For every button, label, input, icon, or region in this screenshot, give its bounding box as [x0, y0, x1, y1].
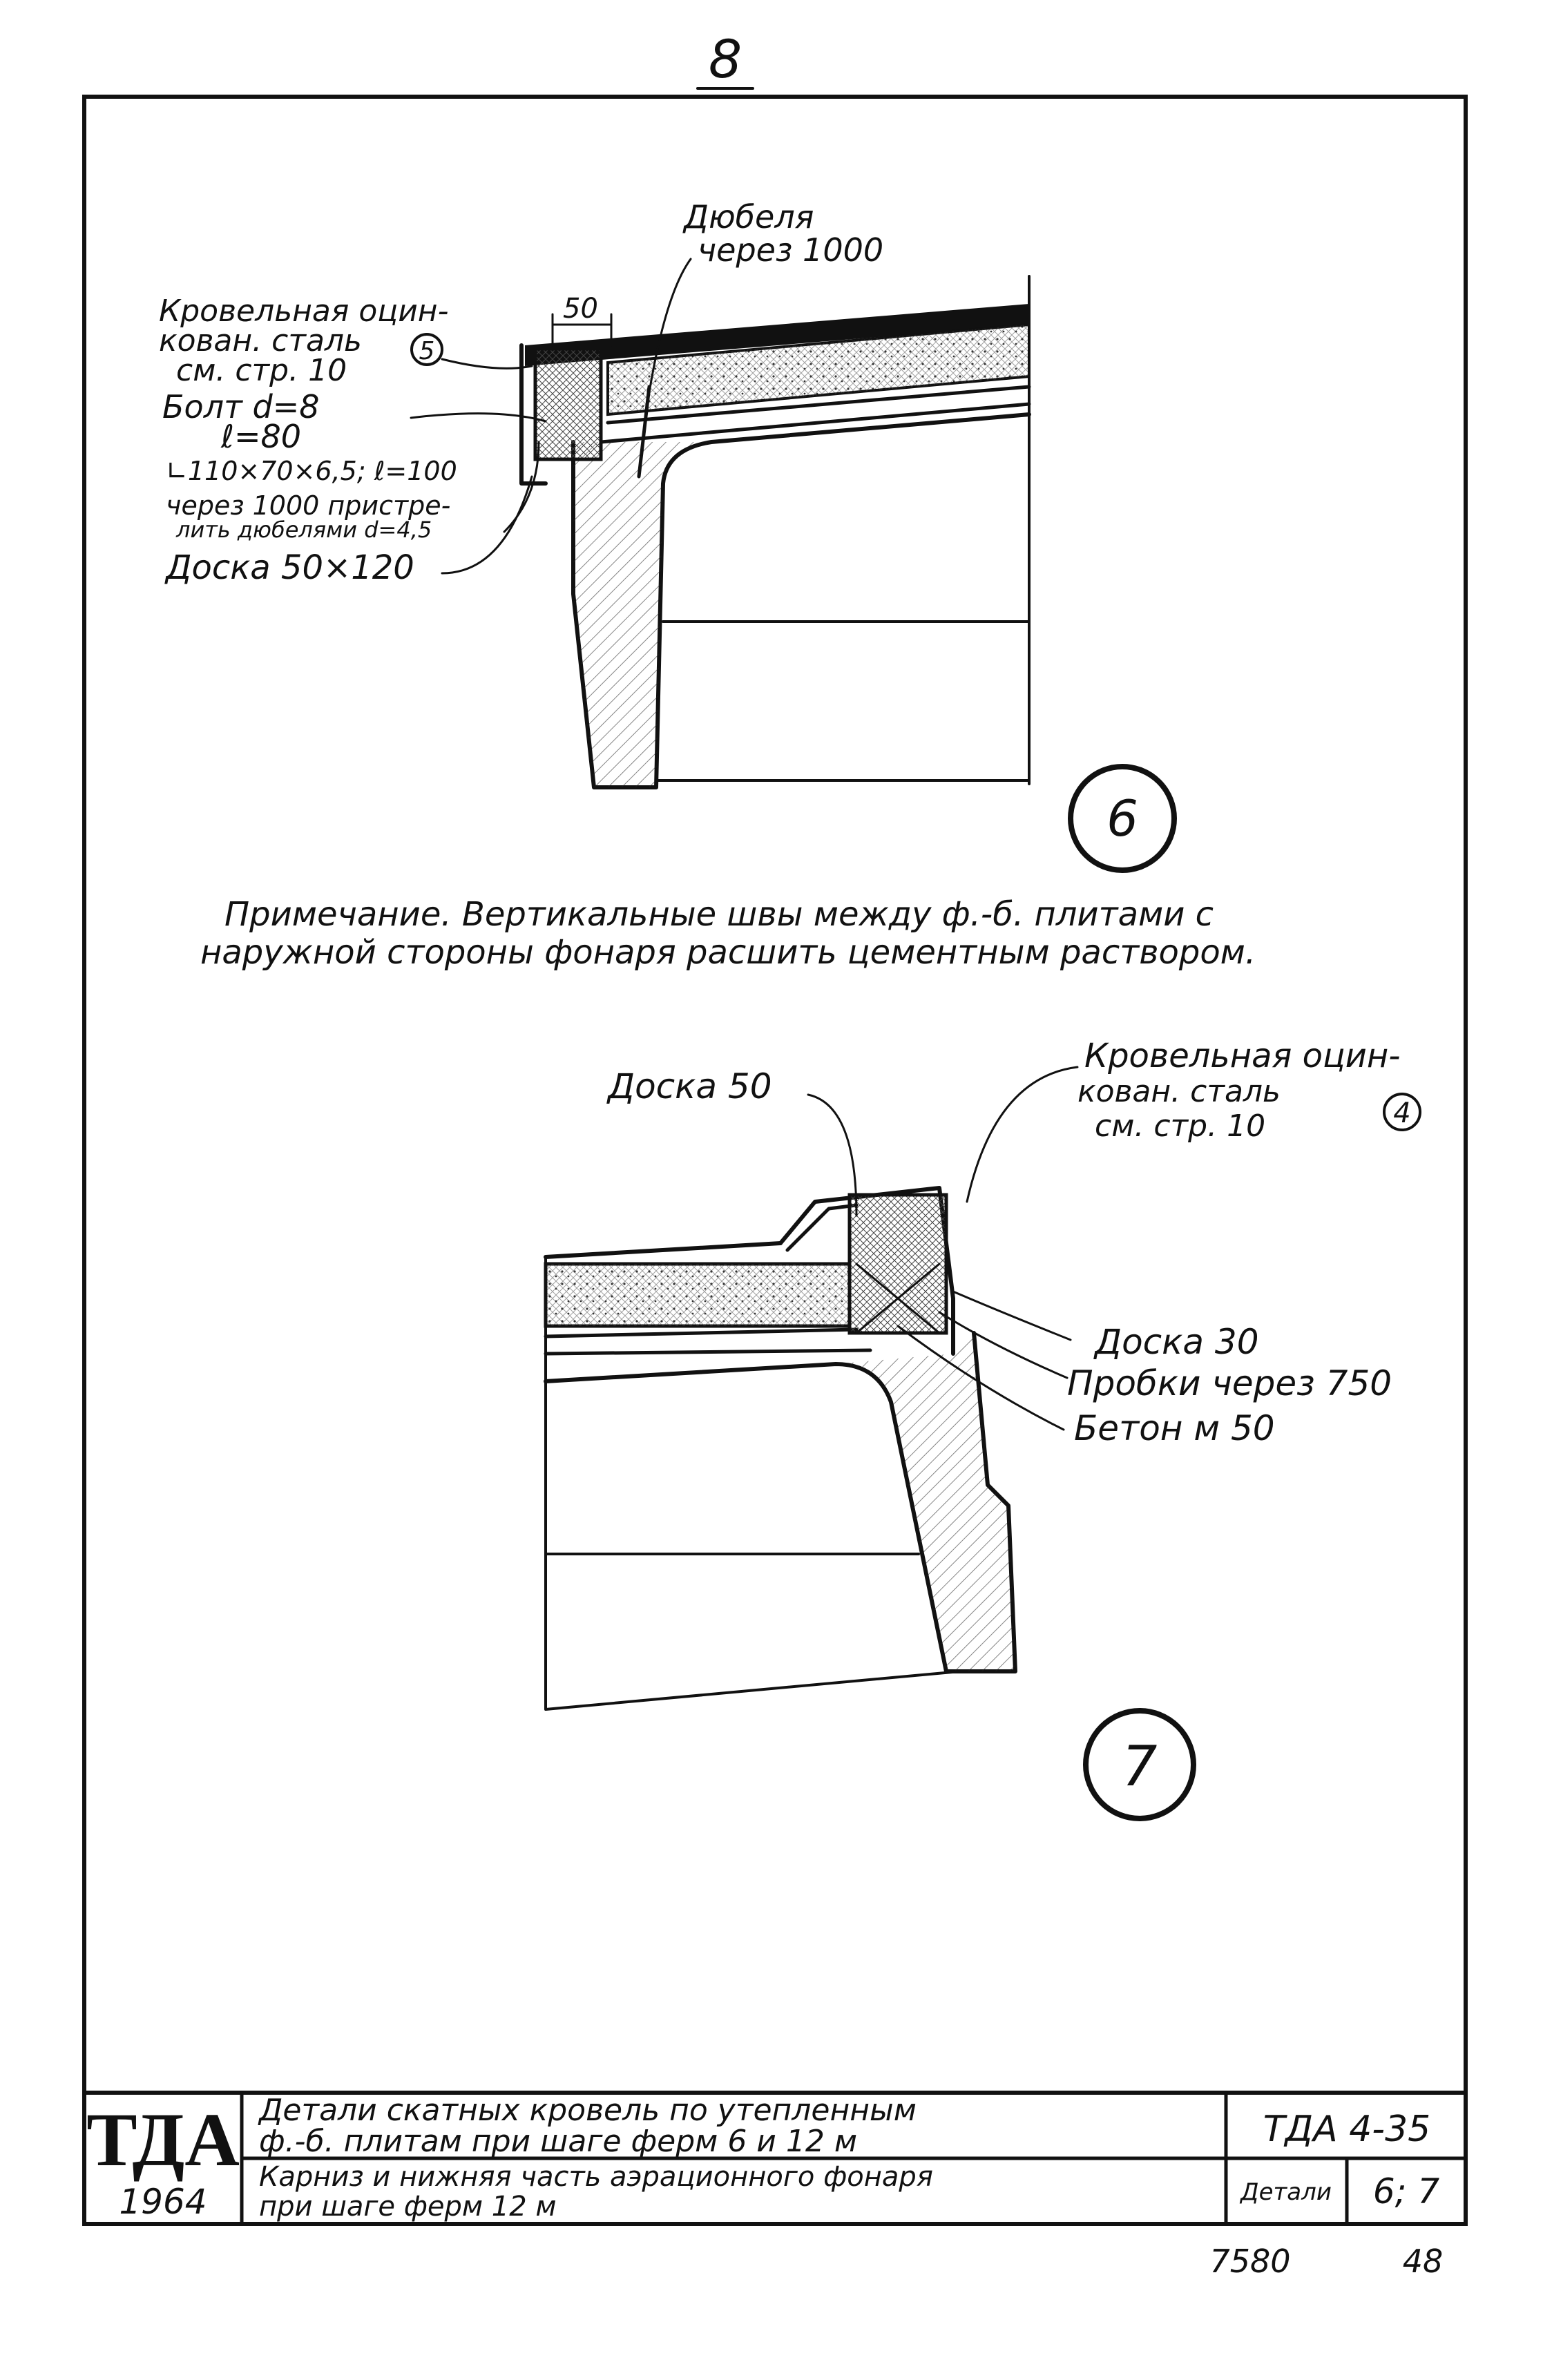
title-block: ТДА 1964 Детали скатных кровель по утепл…: [82, 2091, 1468, 2226]
title-line-2: ф.-б. плитам при шаге ферм 6 и 12 м: [259, 2124, 857, 2159]
title-line-1: Детали скатных кровель по утепленным: [258, 2093, 917, 2128]
detail-6-circle: [1068, 764, 1177, 873]
edge-board-6: [533, 347, 603, 461]
title-year: 1964: [119, 2182, 207, 2222]
label-dowels-2: через 1000: [698, 231, 883, 269]
label-roofing7-3: см. стр. 10: [1095, 1109, 1265, 1144]
label-board-50: Доска 50: [606, 1066, 772, 1106]
detail-7-leaders: [807, 1066, 1079, 1431]
label-plugs: Пробки через 750: [1067, 1363, 1392, 1403]
label-roofing7-2: кован. сталь: [1077, 1074, 1281, 1109]
parapet-steel-7: [778, 1186, 955, 1356]
title-line-3: Карниз и нижняя часть аэрационного фонар…: [259, 2161, 933, 2193]
timber-block-7: [847, 1193, 948, 1335]
detail-6-number: 6: [1106, 789, 1138, 847]
detail-7-labels: Доска 50 Кровельная оцин- кован. сталь с…: [606, 1037, 1421, 1448]
edge-steel-6: [519, 343, 548, 486]
label-angle-1: ∟110×70×6,5; ℓ=100: [166, 456, 457, 486]
note-line-1: Примечание. Вертикальные швы между ф.-б.…: [224, 895, 1214, 934]
detail-7-drawing: [544, 1186, 1017, 1711]
detail-6-leaders: [410, 258, 692, 575]
detail-6-drawing: 50: [519, 275, 1031, 789]
detail-7-circle: [1083, 1708, 1196, 1821]
detail-label: Детали: [1239, 2178, 1332, 2206]
label-angle-3: лить дюбелями d=4,5: [175, 517, 432, 543]
roofing-ref-6: 5: [419, 337, 435, 365]
logo-tda: ТДА: [86, 2098, 240, 2182]
label-concrete: Бетон м 50: [1074, 1408, 1275, 1448]
label-dowels-1: Дюбеля: [682, 198, 814, 236]
footer-right-number: 48: [1403, 2243, 1444, 2280]
slab-outline-7: [544, 1256, 961, 1711]
label-roofing6-1: Кровельная оцин-: [159, 294, 448, 329]
label-bolt-1: Болт d=8: [162, 388, 320, 425]
label-board-50x120: Доска 50×120: [164, 548, 414, 587]
note-line-2: наружной стороны фонаря расшить цементны…: [200, 933, 1256, 972]
detail-numbers: 6; 7: [1373, 2171, 1440, 2211]
detail-7-number: 7: [1122, 1734, 1158, 1798]
dim-50-label: 50: [563, 293, 598, 325]
doc-code: ТДА 4-35: [1263, 2109, 1431, 2150]
roofing-ref-7: 4: [1393, 1097, 1410, 1129]
sheet-frame: [82, 95, 1468, 2226]
label-board-30: Доска 30: [1093, 1322, 1259, 1362]
label-bolt-2: ℓ=80: [220, 418, 301, 455]
page-number: 8: [709, 28, 742, 90]
detail-6-labels: Дюбеля через 1000 Кровельная оцин- кован…: [159, 198, 883, 587]
roofing-ref-circle-6: [410, 333, 443, 366]
label-roofing6-3: см. стр. 10: [176, 353, 347, 388]
roof-membrane-6: [525, 304, 1029, 366]
slab-outline-6: [655, 413, 1031, 782]
roofing-ref-circle-7: [1383, 1093, 1421, 1131]
title-line-4: при шаге ферм 12 м: [259, 2191, 557, 2223]
label-roofing7-1: Кровельная оцин-: [1084, 1037, 1401, 1075]
label-roofing6-2: кован. сталь: [159, 323, 362, 358]
label-angle-2: через 1000 пристре-: [166, 490, 450, 521]
footer-left-number: 7580: [1209, 2243, 1290, 2280]
